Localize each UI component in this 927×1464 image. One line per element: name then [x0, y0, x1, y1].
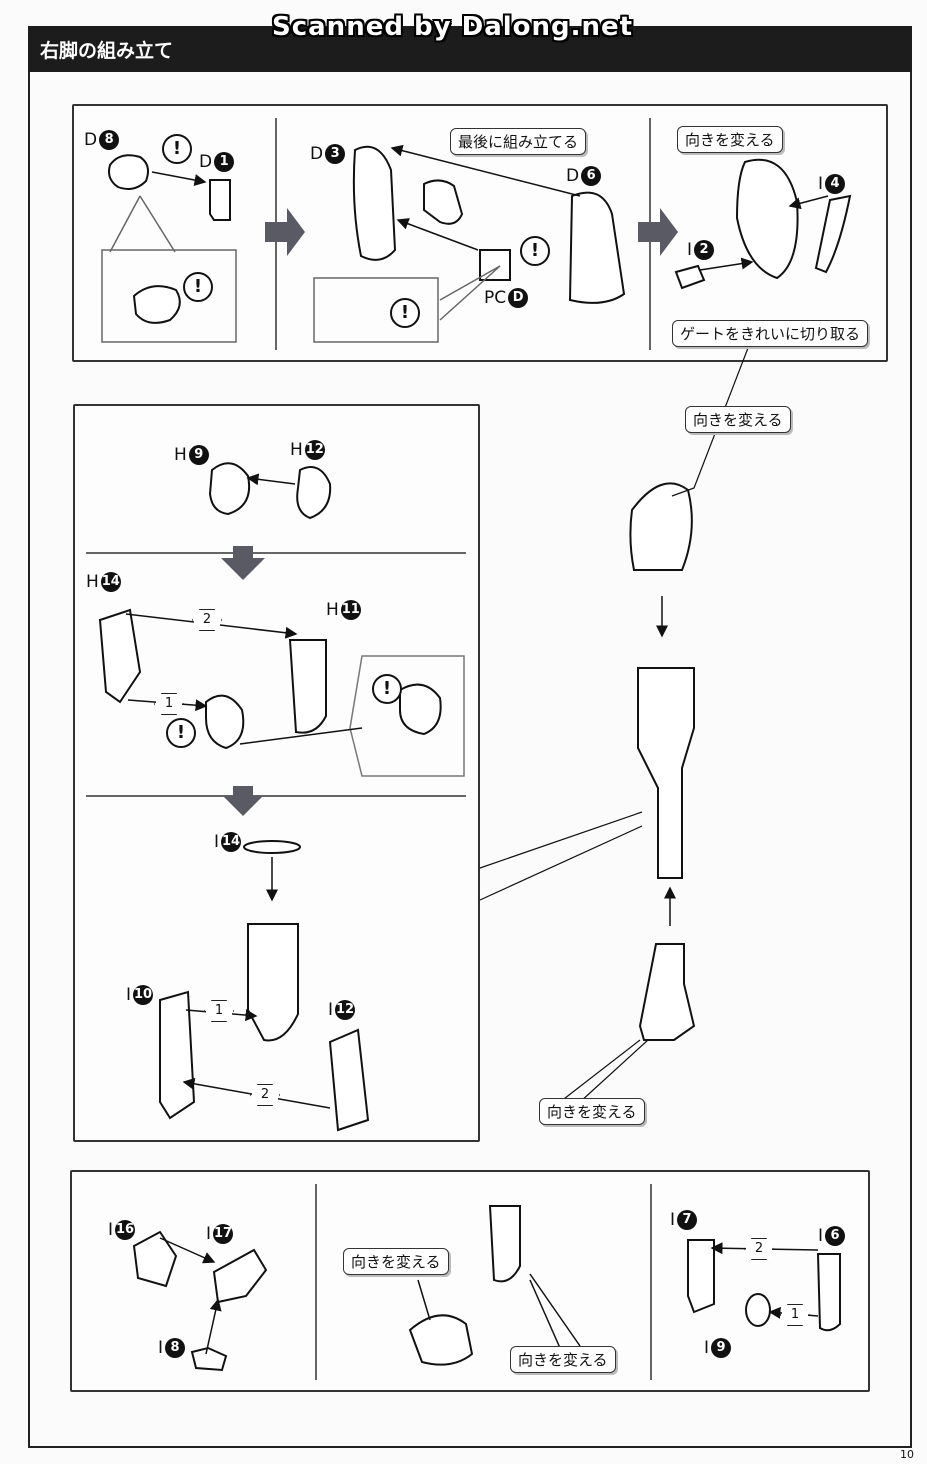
step-marker-1: 1: [156, 695, 182, 713]
step-marker-2: 2: [194, 611, 220, 629]
warning-icon: !: [372, 674, 402, 704]
callout-change-direction-4: 向きを変える: [343, 1248, 449, 1275]
warning-icon: !: [520, 236, 550, 266]
page-title: 右脚の組み立て: [40, 40, 174, 62]
step-marker-2: 2: [746, 1240, 772, 1258]
scan-watermark: Scanned by Dalong.net: [272, 12, 634, 42]
warning-icon: !: [183, 272, 213, 302]
step-marker-1: 1: [782, 1306, 808, 1324]
callout-change-direction-3: 向きを変える: [539, 1098, 645, 1125]
callout-assemble-last: 最後に組み立てる: [450, 128, 587, 155]
warning-icon: !: [166, 718, 196, 748]
callout-change-direction-2: 向きを変える: [685, 406, 791, 433]
callout-change-direction-5: 向きを変える: [510, 1346, 616, 1373]
page-number: 10: [900, 1448, 914, 1461]
step-marker-1: 1: [206, 1002, 232, 1020]
title-bar: [28, 26, 912, 72]
callout-cut-gate: ゲートをきれいに切り取る: [672, 320, 869, 347]
step-marker-2: 2: [252, 1086, 278, 1104]
callout-change-direction-1: 向きを変える: [677, 126, 783, 153]
warning-icon: !: [390, 298, 420, 328]
warning-icon: !: [162, 134, 192, 164]
